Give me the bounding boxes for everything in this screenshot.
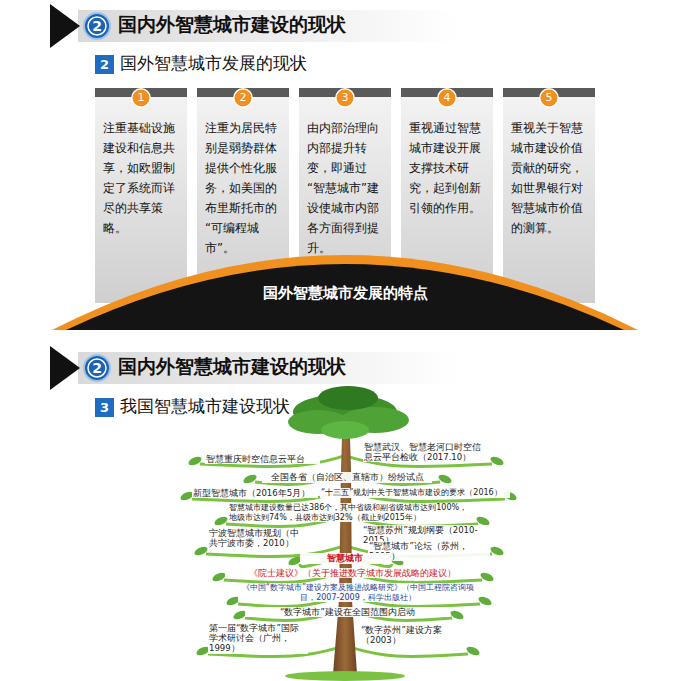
header-arrow bbox=[50, 4, 80, 48]
milestone-label: 智慧重庆时空信息云平台 bbox=[205, 454, 320, 464]
badge-number: 2 bbox=[84, 355, 110, 381]
node-shape bbox=[52, 210, 638, 330]
badge-number: 2 bbox=[95, 55, 114, 74]
badge-number: 4 bbox=[437, 88, 457, 108]
leaf bbox=[193, 545, 209, 557]
card-text: 由内部治理向内部提升转变，即通过“智慧城市”建设使城市内部各方面得到提升。 bbox=[307, 118, 383, 258]
branch bbox=[346, 646, 468, 656]
leaf bbox=[187, 455, 203, 467]
leaf bbox=[242, 473, 258, 485]
header-band bbox=[78, 352, 458, 384]
leaf bbox=[213, 515, 229, 527]
slide-heading: 国外智慧城市发展的现状 bbox=[120, 53, 307, 73]
milestone-label: 新型智慧城市（2016年5月） bbox=[192, 488, 318, 498]
badge-number: 3 bbox=[335, 88, 355, 108]
card-text: 重视关于智慧城市建设价值贡献的研究，如世界银行对智慧城市价值的测算。 bbox=[511, 118, 587, 238]
callout-number: 2 bbox=[233, 88, 253, 108]
leaf bbox=[437, 473, 453, 485]
feature-card: 重视关于智慧城市建设价值贡献的研究，如世界银行对智慧城市价值的测算。 5 bbox=[503, 88, 595, 303]
milestone-label: 第一届“数字城市”国际学术研讨会（广州，1999） bbox=[208, 623, 308, 654]
card-text: 注重基础设施建设和信息共享，如欧盟制定了系统而详尽的共享策略。 bbox=[103, 118, 179, 238]
slide-heading: 国内外智慧城市建设的现状 bbox=[118, 355, 346, 378]
callout-number: 5 bbox=[539, 88, 559, 108]
callout-number: 1 bbox=[131, 88, 151, 108]
leaf bbox=[479, 571, 495, 583]
milestone-label: 智慧城市建设数量已达386个，其中省级和副省级城市达到100%，地级市达到74%… bbox=[228, 503, 476, 522]
milestone-label: 智慧武汉、智慧老河口时空信息云平台检收（2017.10） bbox=[363, 442, 488, 462]
milestone-label: 智慧城市 bbox=[300, 553, 390, 564]
chapter-badge: 2 bbox=[84, 13, 110, 39]
milestone-label: “十三五”规划中关于智慧城市建设的要求（2016） bbox=[320, 488, 510, 498]
leaf bbox=[489, 545, 505, 557]
tree-crown bbox=[288, 386, 409, 439]
callout-number: 3 bbox=[335, 88, 355, 108]
slide-heading: 我国智慧城市建设现状 bbox=[120, 396, 290, 416]
chapter-badge: 2 bbox=[84, 355, 110, 381]
badge-number: 5 bbox=[539, 88, 559, 108]
slide-title: 国内外智慧城市建设的现状 bbox=[118, 13, 346, 36]
callout-number: 4 bbox=[437, 88, 457, 108]
tree-trunk bbox=[333, 405, 357, 674]
milestone-label: 《院士建议》（关于推进数字城市发展战略的建议） bbox=[225, 568, 480, 578]
milestone-label: “数字城市”建设在全国范围内启动 bbox=[245, 607, 450, 617]
milestone-label: 《中国“数字城市”建设方案及推进战略研究》（中国工程院咨询项目，2007-200… bbox=[238, 583, 478, 602]
header-band bbox=[78, 10, 458, 42]
leaf bbox=[465, 645, 481, 657]
section-badge: 3 bbox=[95, 398, 114, 417]
grass bbox=[285, 671, 405, 681]
badge-number: 1 bbox=[131, 88, 151, 108]
card-text: 重视通过智慧城市建设开展支撑技术研究，起到创新引领的作用。 bbox=[409, 118, 485, 218]
feature-card: 注重基础设施建设和信息共享，如欧盟制定了系统而详尽的共享策略。 1 bbox=[95, 88, 187, 303]
leaf bbox=[449, 609, 465, 621]
milestone-label: “数字苏州”建设方案（2003） bbox=[360, 625, 468, 645]
badge-number: 3 bbox=[95, 398, 114, 417]
node-shape bbox=[95, 88, 187, 303]
feature-band: 国外智慧城市发展的特点 bbox=[52, 210, 638, 330]
badge-number: 2 bbox=[233, 88, 253, 108]
milestone-label: 全国各省（自治区、直辖市）纷纷试点 bbox=[262, 472, 432, 483]
leaf bbox=[477, 595, 493, 607]
milestone-label: 宁波智慧城市规划（中共宁波市委，2010） bbox=[208, 528, 306, 548]
section-badge: 2 bbox=[95, 55, 114, 74]
band-title: 国外智慧城市发展的特点 bbox=[52, 283, 638, 303]
card-text: 注重为居民特别是弱势群体提供个性化服务，如美国的布里斯托市的“可编程城市”。 bbox=[205, 118, 281, 258]
badge-number: 2 bbox=[84, 13, 110, 39]
header-arrow bbox=[50, 346, 80, 390]
node-shape bbox=[503, 88, 595, 303]
leaf bbox=[489, 455, 505, 467]
